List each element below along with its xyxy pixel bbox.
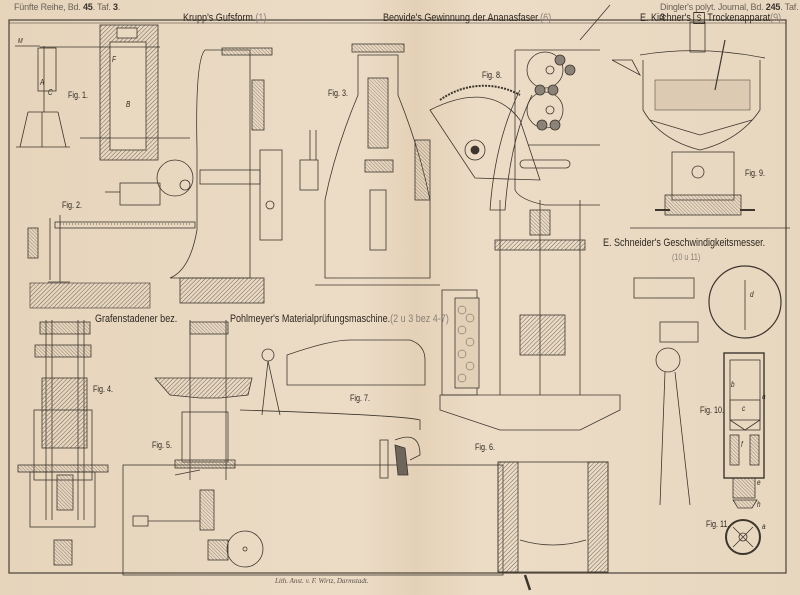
part-letter-e: e <box>757 478 761 487</box>
fig-label-5: Fig. 5. <box>152 440 173 450</box>
part-letter-h: h <box>757 500 761 509</box>
fig6-drawing <box>439 200 621 591</box>
part-letter-f: f <box>741 440 743 449</box>
part-letter-C: C <box>48 88 53 97</box>
part-letter-fig11-a: a <box>762 522 766 531</box>
title-kirchner-box: S <box>693 12 705 24</box>
fig-label-10: Fig. 10. <box>700 405 725 415</box>
title-grafenstaden: Grafenstadener bez. <box>95 313 178 325</box>
header-right: Dingler's polyt. Journal, Bd. 245. Taf. … <box>660 2 800 22</box>
fig8-drawing <box>429 4 611 211</box>
krupp-machine <box>156 47 283 304</box>
fig3-drawing <box>299 43 440 286</box>
part-letter-b: b <box>731 380 735 389</box>
fig1-drawing <box>15 45 80 148</box>
fig11-drawing <box>725 519 761 555</box>
header-right-plate: 3 <box>660 12 665 22</box>
part-letter-B: B <box>126 100 131 109</box>
fig-label-2: Fig. 2. <box>62 200 83 210</box>
fig-label-3: Fig. 3. <box>328 88 349 98</box>
header-right-plate-prefix: . Taf. <box>780 2 799 12</box>
header-left-plate: 3 <box>113 2 118 12</box>
part-letter-a: a <box>762 392 766 401</box>
fig1-mould <box>80 24 190 161</box>
title-schneider: E. Schneider's Geschwindigkeitsmesser. <box>603 237 765 249</box>
part-letter-c: c <box>742 404 746 413</box>
header-right-volume: 245 <box>765 2 781 12</box>
header-left-prefix: Fünfte Reihe, Bd. <box>14 2 81 12</box>
title-krupp-ref: (1) <box>255 12 267 24</box>
fig10-gauge <box>633 277 699 506</box>
title-pohlmeyer: Pohlmeyer's Materialprüfungsmaschine.(2 … <box>230 313 449 325</box>
fig4-drawing <box>17 320 109 566</box>
header-left-plate-prefix: . Taf. <box>92 2 111 12</box>
lithographer-imprint: Lith. Anst. v. F. Wirtz, Darmstadt. <box>275 577 369 585</box>
part-letter-M: M <box>18 38 23 45</box>
fig2-drawing <box>27 182 196 309</box>
header-left-volume: 45 <box>82 2 93 12</box>
part-letter-d: d <box>750 290 754 299</box>
part-letter-F: F <box>112 55 116 64</box>
fig9-drawing <box>611 21 790 229</box>
header-right-suffix: . <box>664 12 668 22</box>
fig5-drawing <box>122 320 504 576</box>
title-pohlmeyer-ref: (2 u 3 bez 4-7) <box>390 313 449 325</box>
title-krupp: Krupp's Gufsform.(1) <box>183 12 266 24</box>
fig-label-8: Fig. 8. <box>482 70 503 80</box>
lever-system <box>379 436 421 479</box>
title-beovide: Beovide's Gewinnung der Ananasfaser.(6) <box>383 12 551 24</box>
title-beovide-ref: (6) <box>540 12 552 24</box>
fig-label-4: Fig. 4. <box>93 384 114 394</box>
fig10-drawing <box>708 265 782 509</box>
header-left-suffix: . <box>117 2 121 12</box>
title-pohlmeyer-text: Pohlmeyer's Materialprüfungsmaschine. <box>230 313 391 325</box>
title-beovide-text: Beovide's Gewinnung der Ananasfaser. <box>383 12 541 24</box>
header-right-prefix: Dingler's polyt. Journal, Bd. <box>660 2 764 12</box>
fig-label-6: Fig. 6. <box>475 442 496 452</box>
title-kirchner-ref: (9) <box>770 12 782 24</box>
title-kirchner-right: Trockenapparat <box>707 12 771 24</box>
fig-label-1: Fig. 1. <box>68 90 89 100</box>
header-left: Fünfte Reihe, Bd. 45. Taf. 3. <box>14 2 120 12</box>
fig-label-9: Fig. 9. <box>745 168 766 178</box>
part-letter-A: A <box>40 78 45 87</box>
fig-label-7: Fig. 7. <box>350 393 371 403</box>
title-krupp-text: Krupp's Gufsform. <box>183 12 256 24</box>
title-schneider-ref: (10 u 11) <box>672 252 701 262</box>
fig-label-11: Fig. 11. <box>706 519 730 529</box>
title-kirchner-left: E. Kirchner's <box>640 12 691 24</box>
title-schneider-text: E. Schneider's Geschwindigkeitsmesser. <box>603 237 766 249</box>
fig7-drawing <box>286 339 426 386</box>
plate-border <box>8 19 787 574</box>
